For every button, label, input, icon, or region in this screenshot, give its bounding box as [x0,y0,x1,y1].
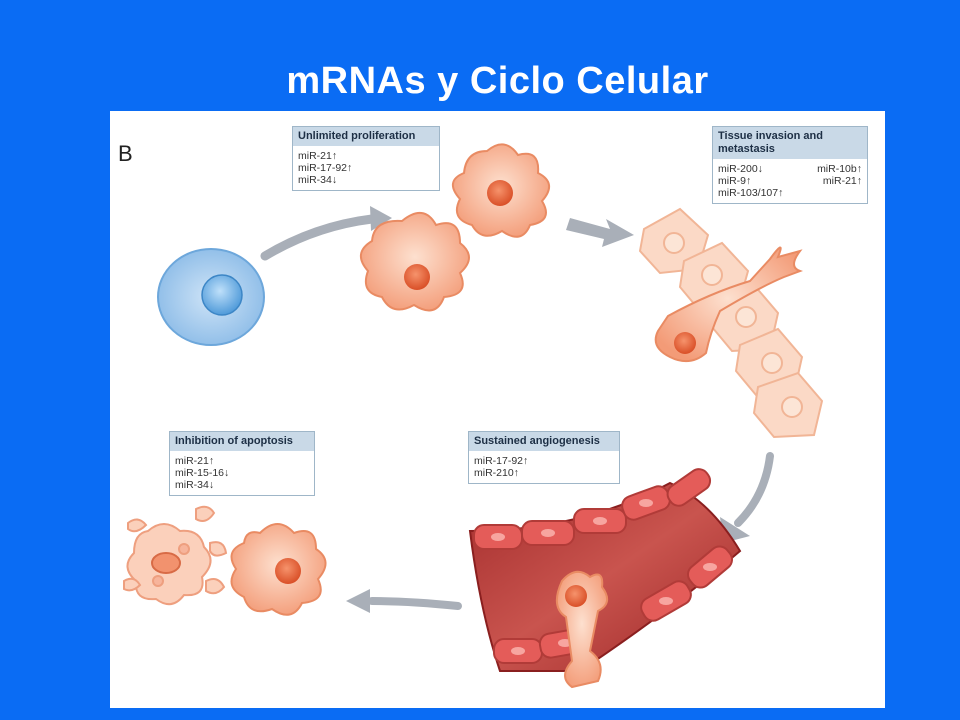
mirna-item: miR-21↑ [298,150,338,162]
surviving-cell [230,523,327,616]
box-header: Sustained angiogenesis [469,432,619,451]
intravasating-cell [555,570,609,689]
mirna-item: miR-17-92↑ [474,455,529,467]
box-tissue-invasion: Tissue invasion and metastasis miR-200↓ … [712,126,868,204]
box-header-line: Tissue invasion and [718,130,823,142]
mirna-item: miR-103/107↑ [718,187,784,199]
slide-title: mRNAs y Ciclo Celular [286,60,709,102]
box-header-line: metastasis [718,143,775,155]
mirna-item: miR-15-16↓ [175,467,230,479]
box-sustained-angiogenesis: Sustained angiogenesis miR-17-92↑ miR-21… [468,431,620,484]
mirna-item: miR-210↑ [474,467,519,479]
arrow-head-apoptosis [346,589,370,613]
invading-cell [654,246,803,363]
cancer-cell-upper [452,143,550,238]
arrow-to-angiogenesis [734,452,774,527]
mirna-item: miR-21↑ [175,455,215,467]
mirna-item: miR-34↓ [298,174,338,186]
box-header: Inhibition of apoptosis [170,432,314,451]
panel-label: B [118,141,133,166]
mirna-item: miR-200↓ [718,163,763,175]
normal-cell [157,248,265,346]
cancer-cell-lower [360,212,470,312]
mirna-item: miR-21↑ [822,175,862,187]
figure-panel: B Unlimited proliferation miR-21↑ miR-17… [110,111,885,708]
arrow-to-proliferation [260,214,377,261]
box-header: Unlimited proliferation [293,127,439,146]
box-header: Tissue invasion and metastasis [713,127,867,159]
arrow-to-apoptosis [368,597,462,610]
epithelium-tissue [638,207,824,439]
apoptotic-fragments [123,505,228,606]
box-inhibition-apoptosis: Inhibition of apoptosis miR-21↑ miR-15-1… [169,431,315,496]
blood-vessel [468,468,742,672]
arrow-to-invasion [566,218,634,247]
mirna-item: miR-10b↑ [817,163,862,175]
arrow-head-proliferation [370,206,392,231]
mirna-item: miR-17-92↑ [298,162,353,174]
box-unlimited-proliferation: Unlimited proliferation miR-21↑ miR-17-9… [292,126,440,191]
diagram-svg [123,143,824,689]
mirna-item: miR-9↑ [718,175,752,187]
mirna-item: miR-34↓ [175,479,215,491]
